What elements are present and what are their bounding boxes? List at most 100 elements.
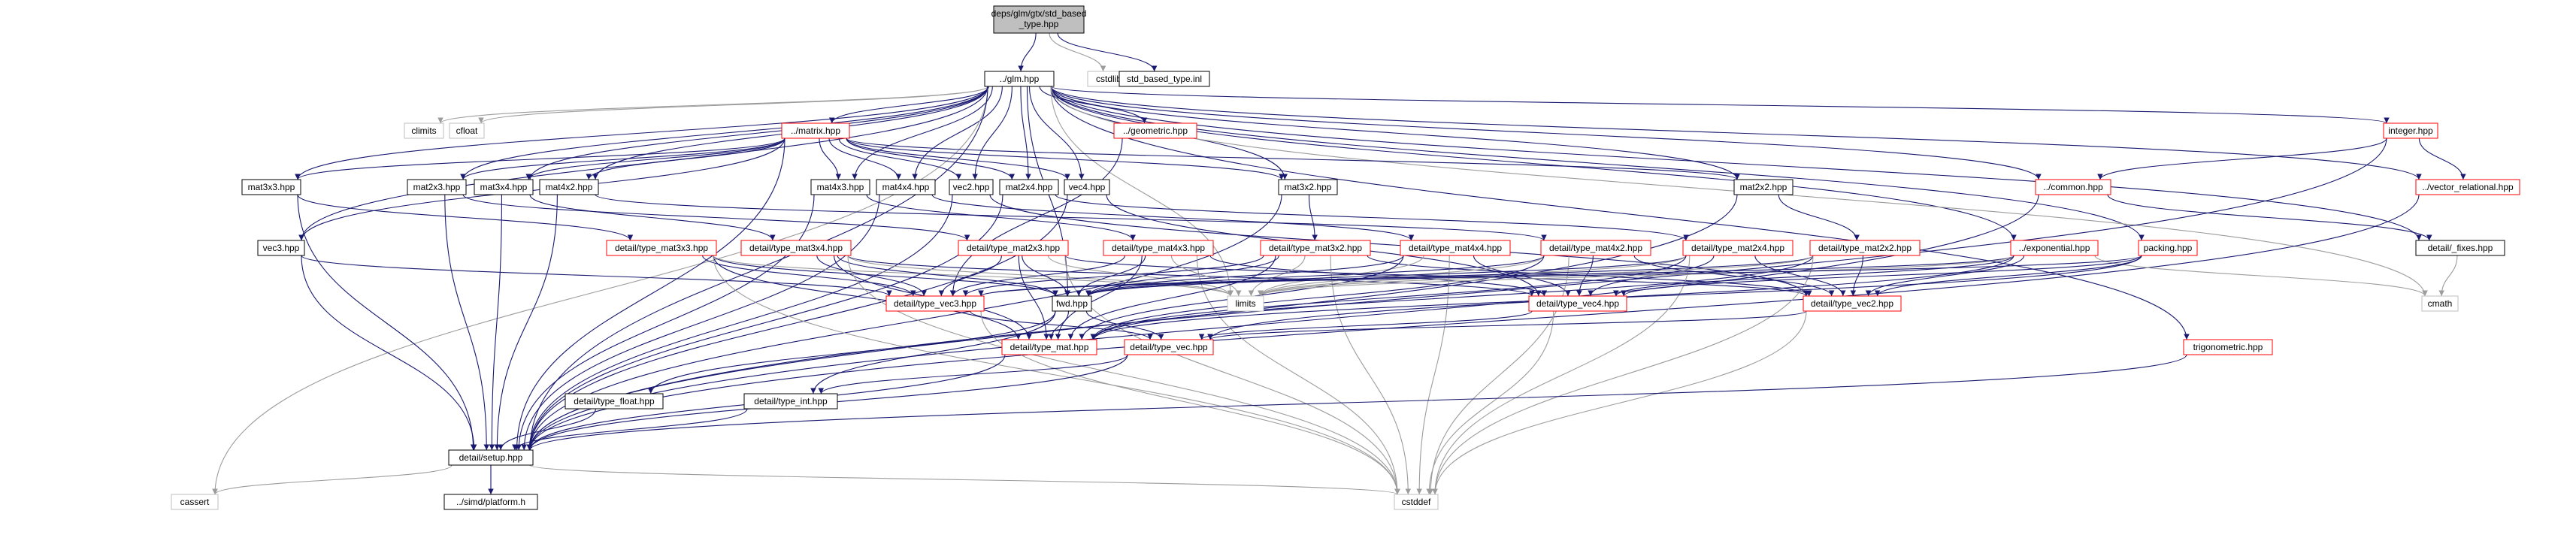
node-box	[171, 494, 219, 510]
node-tmat3x2[interactable]: detail/type_mat3x2.hpp	[1260, 240, 1371, 256]
node-mat2x2[interactable]: mat2x2.hpp	[1733, 179, 1794, 195]
node-tint[interactable]: detail/type_int.hpp	[743, 393, 838, 410]
node-root: deps/glm/gtx/std_based_type.hpp	[991, 5, 1086, 34]
node-tvec2[interactable]: detail/type_vec2.hpp	[1803, 295, 1902, 312]
edge-packing-to-tvec2	[1874, 255, 2142, 297]
node-label: vec2.hpp	[953, 182, 990, 192]
edge-mat4x3-to-setup	[516, 194, 815, 451]
node-box	[885, 295, 985, 312]
edge-exponential-to-tvec2	[1865, 255, 2025, 297]
node-tmat3x3[interactable]: detail/type_mat3x3.hpp	[606, 240, 717, 256]
edge-tmat4x3-to-tmat	[1055, 255, 1143, 340]
node-fixes[interactable]: detail/_fixes.hpp	[2415, 240, 2505, 256]
node-mat4x4[interactable]: mat4x4.hpp	[876, 179, 936, 195]
node-trig[interactable]: trigonometric.hpp	[2183, 339, 2273, 355]
node-label: mat3x4.hpp	[480, 182, 528, 192]
node-setup[interactable]: detail/setup.hpp	[448, 449, 534, 466]
node-vec2[interactable]: vec2.hpp	[949, 179, 994, 195]
edge-matrix-to-mat4x4	[828, 138, 902, 180]
node-box	[2183, 339, 2273, 355]
node-label: detail/type_mat2x3.hpp	[967, 243, 1060, 253]
edge-glm-to-vecrel	[1050, 86, 2422, 180]
node-vec4[interactable]: vec4.hpp	[1064, 179, 1110, 195]
node-box	[449, 122, 485, 139]
edge-glm-to-packing	[1050, 86, 2145, 241]
node-tmat4x2[interactable]: detail/type_mat4x2.hpp	[1540, 240, 1651, 256]
node-vecrel[interactable]: ../vector_relational.hpp	[2415, 179, 2520, 195]
edge-tmat2x4-to-cstddef	[1432, 255, 1691, 495]
node-stdinl[interactable]: std_based_type.inl	[1118, 71, 1210, 87]
edge-glm-to-mat3x3	[295, 86, 988, 180]
node-tmat[interactable]: detail/type_mat.hpp	[1001, 339, 1097, 355]
node-label: mat2x2.hpp	[1740, 182, 1787, 192]
node-label: mat3x2.hpp	[1285, 182, 1332, 192]
edge-layer	[212, 32, 2466, 495]
edge-matrix-to-mat3x4	[525, 138, 786, 180]
node-mat3x2[interactable]: mat3x2.hpp	[1278, 179, 1338, 195]
edge-glm-to-fixes	[1050, 86, 2422, 241]
node-label: climits	[411, 125, 436, 136]
edge-mat3x3-to-tmat3x3	[297, 194, 634, 241]
node-mat2x4[interactable]: mat2x4.hpp	[999, 179, 1059, 195]
node-label: detail/type_vec4.hpp	[1536, 298, 1619, 309]
node-vec3[interactable]: vec3.hpp	[257, 240, 305, 256]
edge-vec2-to-setup	[526, 194, 953, 451]
node-packing[interactable]: packing.hpp	[2138, 240, 2198, 256]
node-exponential[interactable]: ../exponential.hpp	[2010, 240, 2099, 256]
node-label: limits	[1235, 298, 1255, 309]
edge-common-to-fixes	[2107, 194, 2432, 241]
node-label-line: _type.hpp	[1019, 19, 1059, 29]
node-tvec[interactable]: detail/type_vec.hpp	[1124, 339, 1214, 355]
node-mat3x3[interactable]: mat3x3.hpp	[241, 179, 301, 195]
node-tmat2x3[interactable]: detail/type_mat2x3.hpp	[958, 240, 1069, 256]
node-mat3x4[interactable]: mat3x4.hpp	[474, 179, 534, 195]
node-box	[2035, 179, 2111, 195]
edge-packing-to-tvec4	[1621, 255, 2142, 297]
node-platform[interactable]: ../simd/platform.h	[443, 494, 538, 510]
node-climits: climits	[404, 122, 444, 139]
node-fwd[interactable]: fwd.hpp	[1052, 295, 1092, 312]
node-mat4x2[interactable]: mat4x2.hpp	[539, 179, 599, 195]
node-matrix[interactable]: ../matrix.hpp	[781, 122, 850, 139]
node-glm[interactable]: ../glm.hpp	[984, 71, 1055, 87]
node-box	[1001, 339, 1097, 355]
edge-tmat4x4-to-cstddef	[1416, 255, 1450, 495]
edge-root-to-glm	[1018, 32, 1037, 72]
node-mat2x3[interactable]: mat2x3.hpp	[407, 179, 467, 195]
node-tmat3x4[interactable]: detail/type_mat3x4.hpp	[740, 240, 852, 256]
node-tmat2x2[interactable]: detail/type_mat2x2.hpp	[1809, 240, 1921, 256]
node-label: detail/type_mat3x3.hpp	[615, 243, 708, 253]
node-label: detail/setup.hpp	[459, 452, 523, 463]
edge-tmat4x3-to-limits	[1170, 255, 1242, 297]
edge-setup-to-cstddef	[529, 464, 1400, 495]
node-common[interactable]: ../common.hpp	[2035, 179, 2111, 195]
node-cmath: cmath	[2421, 295, 2459, 312]
node-label: cmath	[2428, 298, 2453, 309]
edge-tmat3x2-to-limits	[1248, 255, 1306, 297]
node-tmat2x4[interactable]: detail/type_mat2x4.hpp	[1682, 240, 1794, 256]
edge-tmat2x2-to-cstddef	[1432, 255, 1814, 495]
node-geometric[interactable]: ../geometric.hpp	[1113, 122, 1197, 139]
node-tvec3[interactable]: detail/type_vec3.hpp	[885, 295, 985, 312]
edge-tmat3x4-to-tvec3	[816, 255, 928, 297]
edge-tmat3x4-to-cstddef	[847, 255, 1400, 495]
node-box	[2010, 240, 2099, 256]
node-box	[1733, 179, 1794, 195]
node-tmat4x4[interactable]: detail/type_mat4x4.hpp	[1400, 240, 1511, 256]
edge-glm-to-limits	[1050, 86, 1234, 297]
node-integer[interactable]: integer.hpp	[2383, 122, 2438, 139]
node-box	[448, 449, 534, 466]
edge-fixes-to-cmath	[2438, 255, 2458, 297]
edge-tvec4-to-cstddef	[1426, 310, 1554, 495]
node-tmat4x3[interactable]: detail/type_mat4x3.hpp	[1103, 240, 1214, 256]
node-label: cassert	[180, 497, 210, 507]
node-mat4x3[interactable]: mat4x3.hpp	[810, 179, 870, 195]
edge-exponential-to-tvec3	[978, 255, 2014, 297]
node-label: mat2x4.hpp	[1006, 182, 1053, 192]
node-label: packing.hpp	[2144, 243, 2193, 253]
node-tfloat[interactable]: detail/type_float.hpp	[565, 393, 664, 410]
node-box	[1113, 122, 1197, 139]
node-tvec4[interactable]: detail/type_vec4.hpp	[1528, 295, 1627, 312]
edge-integer-to-common	[2097, 138, 2387, 180]
